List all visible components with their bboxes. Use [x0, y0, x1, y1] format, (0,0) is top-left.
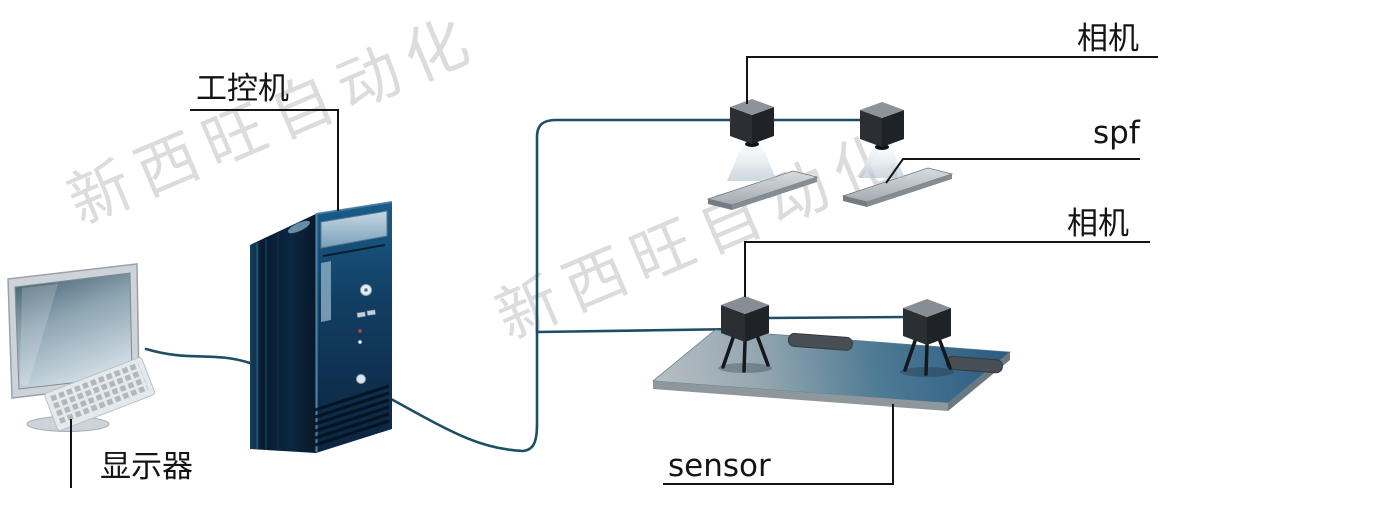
monitor-label: 显示器: [100, 449, 193, 485]
camera-left-face: [730, 107, 752, 144]
sensor-callout-line: [663, 404, 894, 485]
pc-vent-grille: [314, 384, 390, 447]
camera-light-cone: [727, 143, 777, 181]
spf-callout-line: [885, 158, 1140, 184]
cable-monitor-to-pc: [144, 347, 252, 365]
camera-left-face: [860, 110, 882, 147]
bottom-camera-1: [721, 296, 770, 373]
camera-top-face: [903, 299, 951, 317]
pc-top-edge-highlight: [315, 201, 393, 215]
keyboard-keys: [50, 362, 149, 424]
camera-top-label: 相机: [1077, 21, 1139, 57]
top-camera-1: [730, 99, 774, 147]
plate-front-edge: [732, 177, 817, 210]
bottom-camera-2: [903, 299, 952, 376]
pc-drive-slot: [322, 244, 386, 257]
industrial-pc: [250, 201, 393, 453]
ipc-callout-line: [190, 109, 339, 211]
spf-plate-1: [706, 170, 819, 210]
ipc-label: 工控机: [196, 71, 289, 107]
pc-top-highlight: [287, 220, 311, 234]
sensor-label: sensor: [668, 448, 771, 484]
camera-top-callout-line: [746, 56, 1158, 104]
camera-top-face: [860, 102, 904, 118]
callout-lines: [70, 56, 1158, 488]
camera-right-face: [752, 107, 774, 144]
keyboard: [44, 357, 156, 431]
pc-drive-bay: [320, 210, 388, 249]
spf-plate-2: [841, 167, 954, 207]
pc-reset-button: [356, 374, 366, 384]
camera-right-face: [927, 308, 951, 345]
panel-slot-1: [787, 332, 853, 351]
cables: [144, 118, 909, 453]
spf-label: spf: [1093, 115, 1141, 151]
pc-front-light-bar: [321, 261, 331, 322]
pc-led-red: [358, 329, 362, 333]
pc-side-face: [250, 214, 316, 453]
pc-usb-ports: [356, 309, 376, 318]
pc-led-white: [358, 340, 362, 344]
pc-side-streaks: [255, 233, 279, 451]
camera-right-face: [882, 110, 904, 147]
plate-left-edge: [843, 196, 867, 207]
camera-bottom-label: 相机: [1067, 206, 1129, 242]
watermark-text: 新西旺自动化: [57, 0, 489, 238]
monitor-screen-glare: [20, 284, 58, 386]
camera-top-face: [730, 99, 774, 115]
panel-front-edge: [653, 381, 948, 411]
camera-left-face: [903, 308, 927, 345]
plate-front-edge: [867, 174, 952, 207]
cable-between-bottom-cameras: [765, 315, 909, 320]
camera-left-face: [721, 305, 745, 342]
camera-top-face: [721, 296, 769, 314]
pc-power-button-dot: [364, 288, 368, 292]
camera-tripod-legs: [721, 336, 770, 373]
camera-right-face: [745, 305, 769, 342]
camera-light-cone: [859, 146, 905, 178]
camera-bottom-callout-line: [744, 241, 1150, 297]
cable-pc-to-cameras-trunk: [389, 118, 902, 453]
sensor-panel: [652, 329, 1011, 411]
plate-left-edge: [708, 199, 732, 210]
camera-tripod-legs: [903, 339, 952, 376]
top-camera-2: [860, 102, 904, 150]
cable-branch-bottom-cameras: [535, 327, 741, 334]
